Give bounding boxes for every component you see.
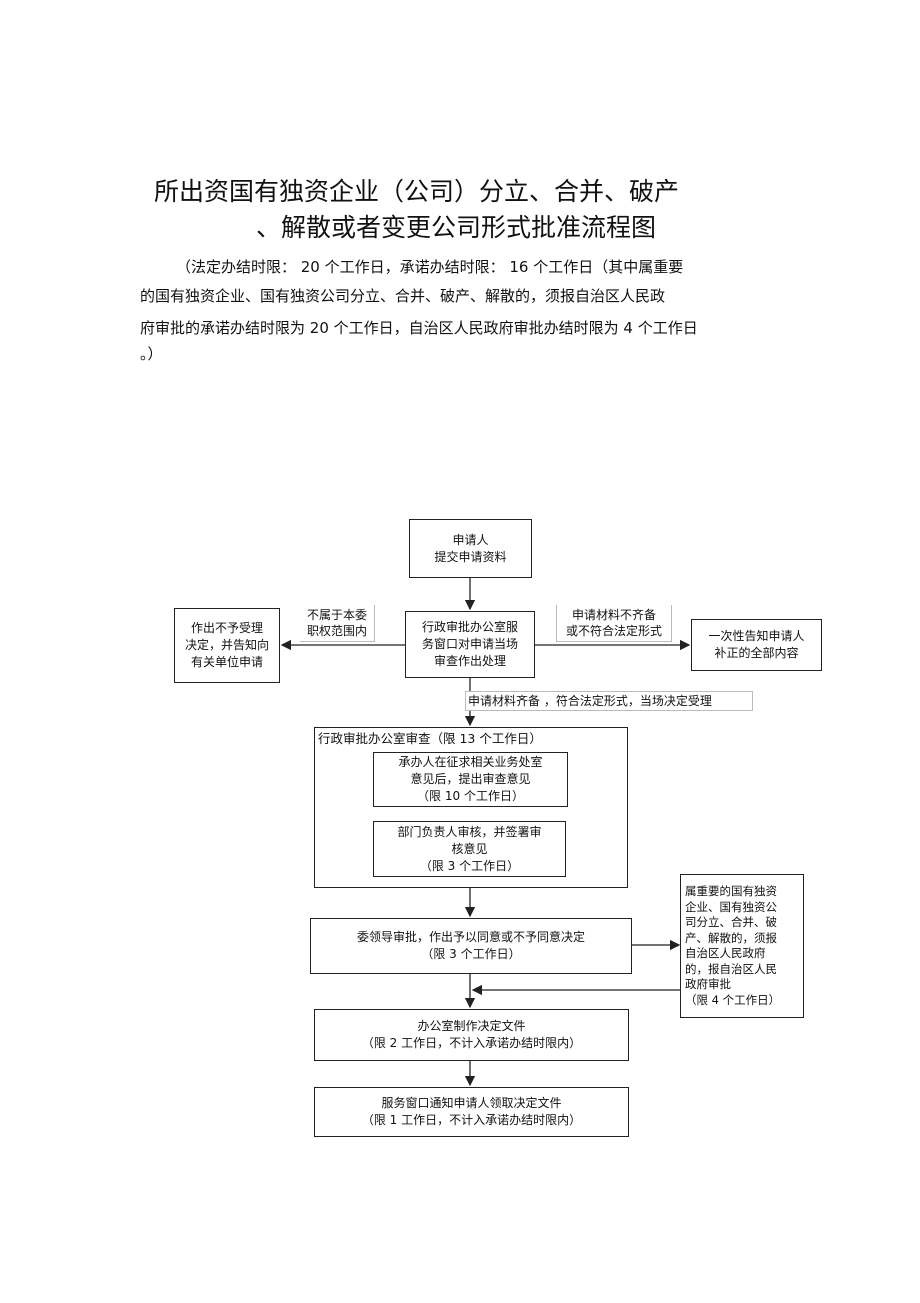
time-limit-note-line1: （法定办结时限： 20 个工作日，承诺办结时限： 16 个工作日（其中属重要: [176, 258, 684, 276]
office-decision-doc-box: 办公室制作决定文件 （限 2 工作日，不计入承诺办结时限内）: [314, 1009, 629, 1061]
time-limit-note-line2: 的国有独资企业、国有独资公司分立、合并、破产、解散的，须报自治区人民政: [140, 287, 666, 305]
page-title-line2: 、解散或者变更公司形式批准流程图: [256, 213, 657, 242]
service-window-notify-box: 服务窗口通知申请人领取决定文件 （限 1 工作日，不计入承诺办结时限内）: [314, 1087, 629, 1137]
page-title-line1: 所出资国有独资企业（公司）分立、合并、破产: [154, 177, 680, 206]
applicant-box: 申请人 提交申请资料: [409, 519, 532, 578]
service-window-box: 行政审批办公室服 务窗口对申请当场 审查作出处理: [405, 611, 535, 678]
out-of-scope-label: 不属于本委 职权范围内: [300, 605, 375, 642]
time-limit-note-line4: 。）: [140, 345, 163, 363]
time-limit-note-line3: 府审批的承诺办结时限为 20 个工作日，自治区人民政府审批办结时限为 4 个工作…: [140, 319, 698, 337]
accept-label: 申请材料齐备 ，符合法定形式，当场决定受理: [465, 691, 753, 711]
dept-head-review-box: 部门负责人审核，并签署审 核意见 （限 3 个工作日）: [373, 821, 566, 877]
reject-decision-box: 作出不予受理 决定，并告知向 有关单位申请: [174, 608, 280, 683]
notify-once-box: 一次性告知申请人 补正的全部内容: [691, 619, 822, 671]
region-gov-approval-box: 属重要的国有独资 企业、国有独资公 司分立、合并、破 产、解散的，须报 自治区人…: [680, 874, 804, 1018]
leader-approval-box: 委领导审批，作出予以同意或不予同意决定 （限 3 个工作日）: [310, 918, 632, 974]
review-group-title: 行政审批办公室审查（限 13 个工作日）: [318, 731, 542, 746]
incomplete-materials-label: 申请材料不齐备 或不符合法定形式: [556, 605, 672, 642]
handler-opinion-box: 承办人在征求相关业务处室 意见后，提出审查意见 （限 10 个工作日）: [373, 752, 568, 807]
